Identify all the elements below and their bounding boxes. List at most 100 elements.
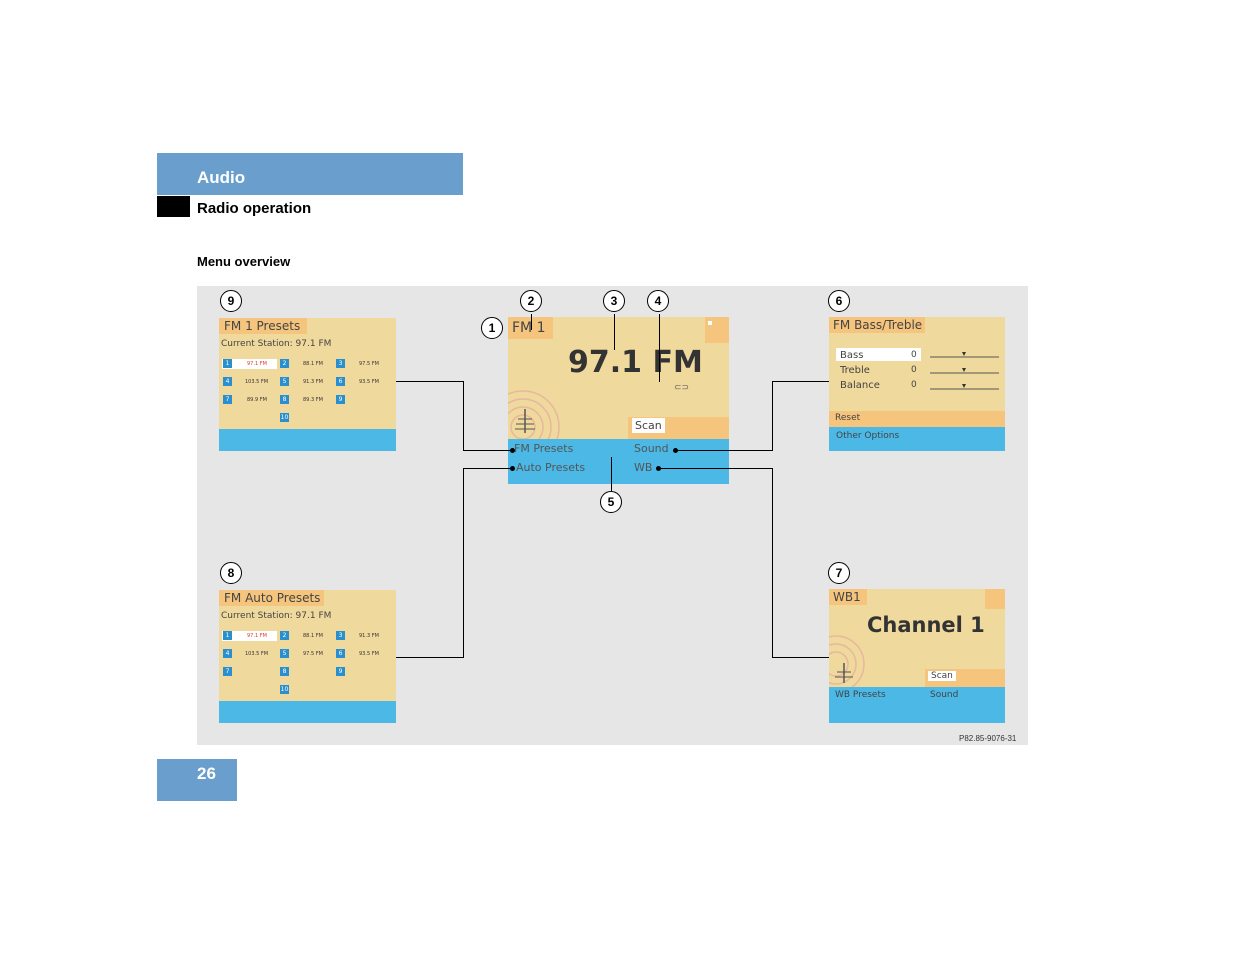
preset-label: 91.3 FM <box>359 633 379 639</box>
fm-presets-menu[interactable]: FM Presets <box>514 442 574 455</box>
wb-sound-menu[interactable]: Sound <box>930 690 959 700</box>
balance-value: 0 <box>911 380 917 390</box>
preset-num[interactable]: 4 <box>223 377 232 386</box>
wb-band-label: WB1 <box>833 590 861 604</box>
preset-num[interactable]: 8 <box>280 667 289 676</box>
connector-line <box>772 381 773 451</box>
connector-dot <box>656 466 661 471</box>
preset-label: 103.5 FM <box>245 651 269 657</box>
preset-label: 91.3 FM <box>303 379 323 385</box>
connector-line <box>463 450 512 451</box>
subsection-marker <box>157 196 190 217</box>
preset-num[interactable]: 10 <box>280 685 289 694</box>
preset-label: 89.9 FM <box>247 397 267 403</box>
preset-label: 88.1 FM <box>303 361 323 367</box>
preset-num[interactable]: 5 <box>280 649 289 658</box>
connector-line <box>396 381 463 382</box>
preset-num[interactable]: 7 <box>223 395 232 404</box>
fm1-presets-title: FM 1 Presets <box>224 319 301 333</box>
preset-label: 97.1 FM <box>247 361 267 367</box>
page-number-box <box>157 759 237 801</box>
preset-num[interactable]: 6 <box>336 377 345 386</box>
callout-8: 8 <box>220 562 242 584</box>
callout-leader <box>614 314 615 350</box>
auto-presets-menu[interactable]: Auto Presets <box>516 461 586 474</box>
wb-menu[interactable]: WB <box>634 461 653 474</box>
header-bar <box>157 153 463 195</box>
callout-6: 6 <box>828 290 850 312</box>
callout-7: 7 <box>828 562 850 584</box>
preset-num[interactable]: 8 <box>280 395 289 404</box>
fm-auto-presets-screen: FM Auto Presets Current Station: 97.1 FM… <box>219 590 396 723</box>
main-radio-screen: FM 1 97.1 FM ⊂⊃ Scan FM Presets Sound Au… <box>508 317 729 484</box>
connector-dot <box>673 448 678 453</box>
current-station: Current Station: 97.1 FM <box>221 339 332 349</box>
balance-label: Balance <box>840 380 880 391</box>
other-options[interactable]: Other Options <box>836 431 900 441</box>
preset-num[interactable]: 4 <box>223 649 232 658</box>
callout-leader <box>531 314 532 330</box>
bass-treble-screen: FM Bass/Treble Bass 0 Treble 0 Balance 0… <box>829 317 1005 451</box>
frequency-display: 97.1 FM <box>568 345 703 380</box>
sound-menu[interactable]: Sound <box>634 442 669 455</box>
connector-line <box>772 381 829 382</box>
scan-button[interactable]: Scan <box>632 418 665 433</box>
preset-num[interactable]: 10 <box>280 413 289 422</box>
preset-label: 97.5 FM <box>303 651 323 657</box>
preset-label: 103.5 FM <box>245 379 269 385</box>
page-number: 26 <box>197 764 216 783</box>
connector-line <box>676 450 772 451</box>
wb-presets-menu[interactable]: WB Presets <box>835 690 886 700</box>
subsection-title: Radio operation <box>197 200 312 217</box>
preset-num[interactable]: 3 <box>336 631 345 640</box>
preset-num[interactable]: 1 <box>223 359 232 368</box>
section-title: Audio <box>197 168 246 187</box>
treble-label: Treble <box>840 365 870 376</box>
wb-screen: WB1 Channel 1 Scan WB Presets Sound <box>829 589 1005 723</box>
callout-9: 9 <box>220 290 242 312</box>
connector-line <box>463 468 512 469</box>
preset-num[interactable]: 6 <box>336 649 345 658</box>
stereo-icon: ⊂⊃ <box>674 383 690 393</box>
callout-5: 5 <box>600 491 622 513</box>
page-heading: Menu overview <box>197 254 291 269</box>
antenna-icon <box>515 409 535 433</box>
preset-num[interactable]: 2 <box>280 631 289 640</box>
connector-line <box>772 468 773 658</box>
antenna-icon <box>835 663 853 683</box>
preset-label: 93.5 FM <box>359 651 379 657</box>
connector-line <box>772 657 829 658</box>
preset-label: 93.5 FM <box>359 379 379 385</box>
callout-2: 2 <box>520 290 542 312</box>
connector-dot <box>510 466 515 471</box>
connector-dot <box>510 448 515 453</box>
treble-value: 0 <box>911 365 917 375</box>
preset-num[interactable]: 5 <box>280 377 289 386</box>
callout-4: 4 <box>647 290 669 312</box>
figure-code: P82.85-9076-31 <box>959 734 1017 743</box>
slider-bars[interactable] <box>929 347 1001 393</box>
preset-label: 88.1 FM <box>303 633 323 639</box>
preset-label: 97.1 FM <box>247 633 267 639</box>
preset-num[interactable]: 9 <box>336 667 345 676</box>
preset-label: 97.5 FM <box>359 361 379 367</box>
reset-option[interactable]: Reset <box>835 413 861 423</box>
preset-num[interactable]: 1 <box>223 631 232 640</box>
callout-1: 1 <box>481 317 503 339</box>
band-label: FM 1 <box>512 320 546 336</box>
callout-leader <box>659 314 660 382</box>
wb-scan-button[interactable]: Scan <box>928 671 956 681</box>
preset-num[interactable]: 2 <box>280 359 289 368</box>
channel-display: Channel 1 <box>867 613 985 637</box>
preset-num[interactable]: 7 <box>223 667 232 676</box>
callout-3: 3 <box>603 290 625 312</box>
preset-label: 89.3 FM <box>303 397 323 403</box>
connector-line <box>463 381 464 451</box>
callout-leader <box>611 457 612 491</box>
preset-num[interactable]: 9 <box>336 395 345 404</box>
bass-treble-title: FM Bass/Treble <box>833 318 923 332</box>
preset-num[interactable]: 3 <box>336 359 345 368</box>
fm1-presets-screen: FM 1 Presets Current Station: 97.1 FM 1 … <box>219 318 396 451</box>
connector-line <box>658 468 772 469</box>
bass-value: 0 <box>911 350 917 360</box>
